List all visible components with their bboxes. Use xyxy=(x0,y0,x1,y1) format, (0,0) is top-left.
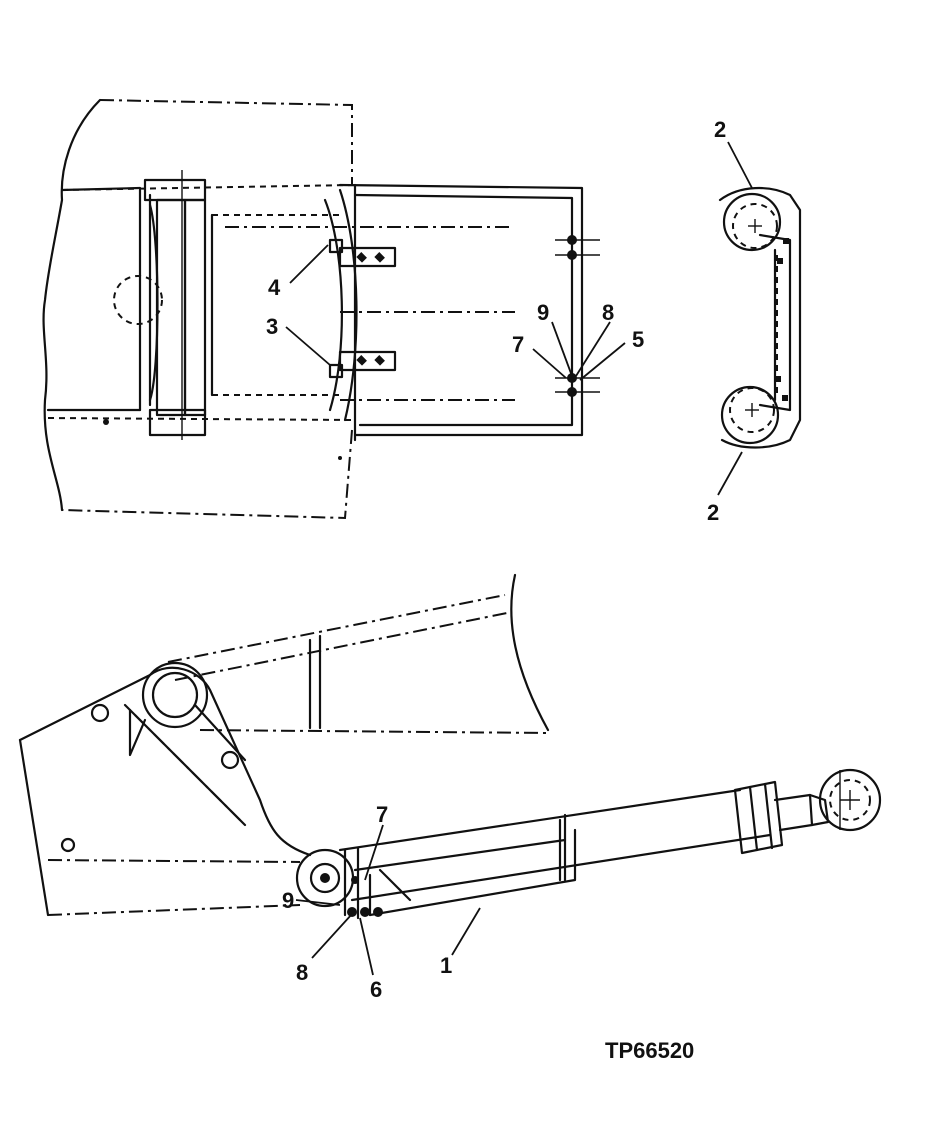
callout-5: 5 xyxy=(632,327,644,352)
callout-2-upper: 2 xyxy=(714,117,726,142)
callout-3: 3 xyxy=(266,314,278,339)
top-view-frame-assembly: 4 3 9 8 7 5 xyxy=(42,98,644,520)
callout-7: 7 xyxy=(512,332,524,357)
callout-8-bottom: 8 xyxy=(296,960,308,985)
bolt-group-upper xyxy=(555,235,600,260)
top-right-bracket-detail: 2 2 xyxy=(707,117,802,525)
callout-6-bottom: 6 xyxy=(370,977,382,1002)
reference-number: TP66520 xyxy=(605,1038,694,1063)
bottom-boom-cylinder-view: 7 9 8 6 1 xyxy=(18,573,882,1002)
callout-8: 8 xyxy=(602,300,614,325)
callout-9-bottom: 9 xyxy=(282,888,294,913)
callout-1-bottom: 1 xyxy=(440,953,452,978)
bolt-group-lower xyxy=(555,373,600,397)
callout-9: 9 xyxy=(537,300,549,325)
callout-2-lower: 2 xyxy=(707,500,719,525)
callout-4: 4 xyxy=(268,275,281,300)
callout-7-bottom: 7 xyxy=(376,802,388,827)
